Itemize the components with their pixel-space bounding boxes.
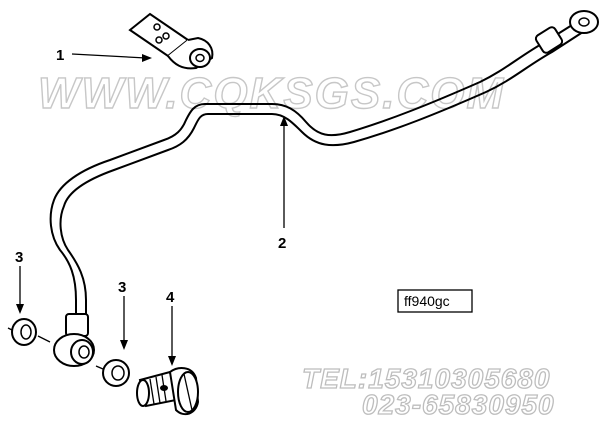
- callout-1: 1: [56, 47, 64, 64]
- figure-code-box: ff940gc: [397, 289, 473, 313]
- banjo-bolt: [136, 367, 200, 416]
- lower-banjo-fitting: [53, 313, 95, 367]
- mounting-clamp: [128, 12, 214, 70]
- sealing-washer-right: [95, 359, 130, 387]
- callout-arrows: [16, 53, 288, 366]
- watermark-url: WWW.CQKSGS.COM: [38, 69, 505, 118]
- callout-2: 2: [278, 235, 286, 252]
- upper-banjo-fitting: [534, 10, 599, 54]
- watermark-tel: TEL:15310305680: [302, 363, 551, 394]
- callout-3-left: 3: [15, 249, 23, 266]
- callout-4: 4: [166, 289, 175, 306]
- callout-3-right: 3: [118, 279, 126, 296]
- sealing-washer-left: [7, 318, 51, 346]
- fuel-tube: [49, 19, 587, 323]
- watermark-phone: 023-65830950: [362, 389, 555, 420]
- figure-code: ff940gc: [404, 293, 450, 309]
